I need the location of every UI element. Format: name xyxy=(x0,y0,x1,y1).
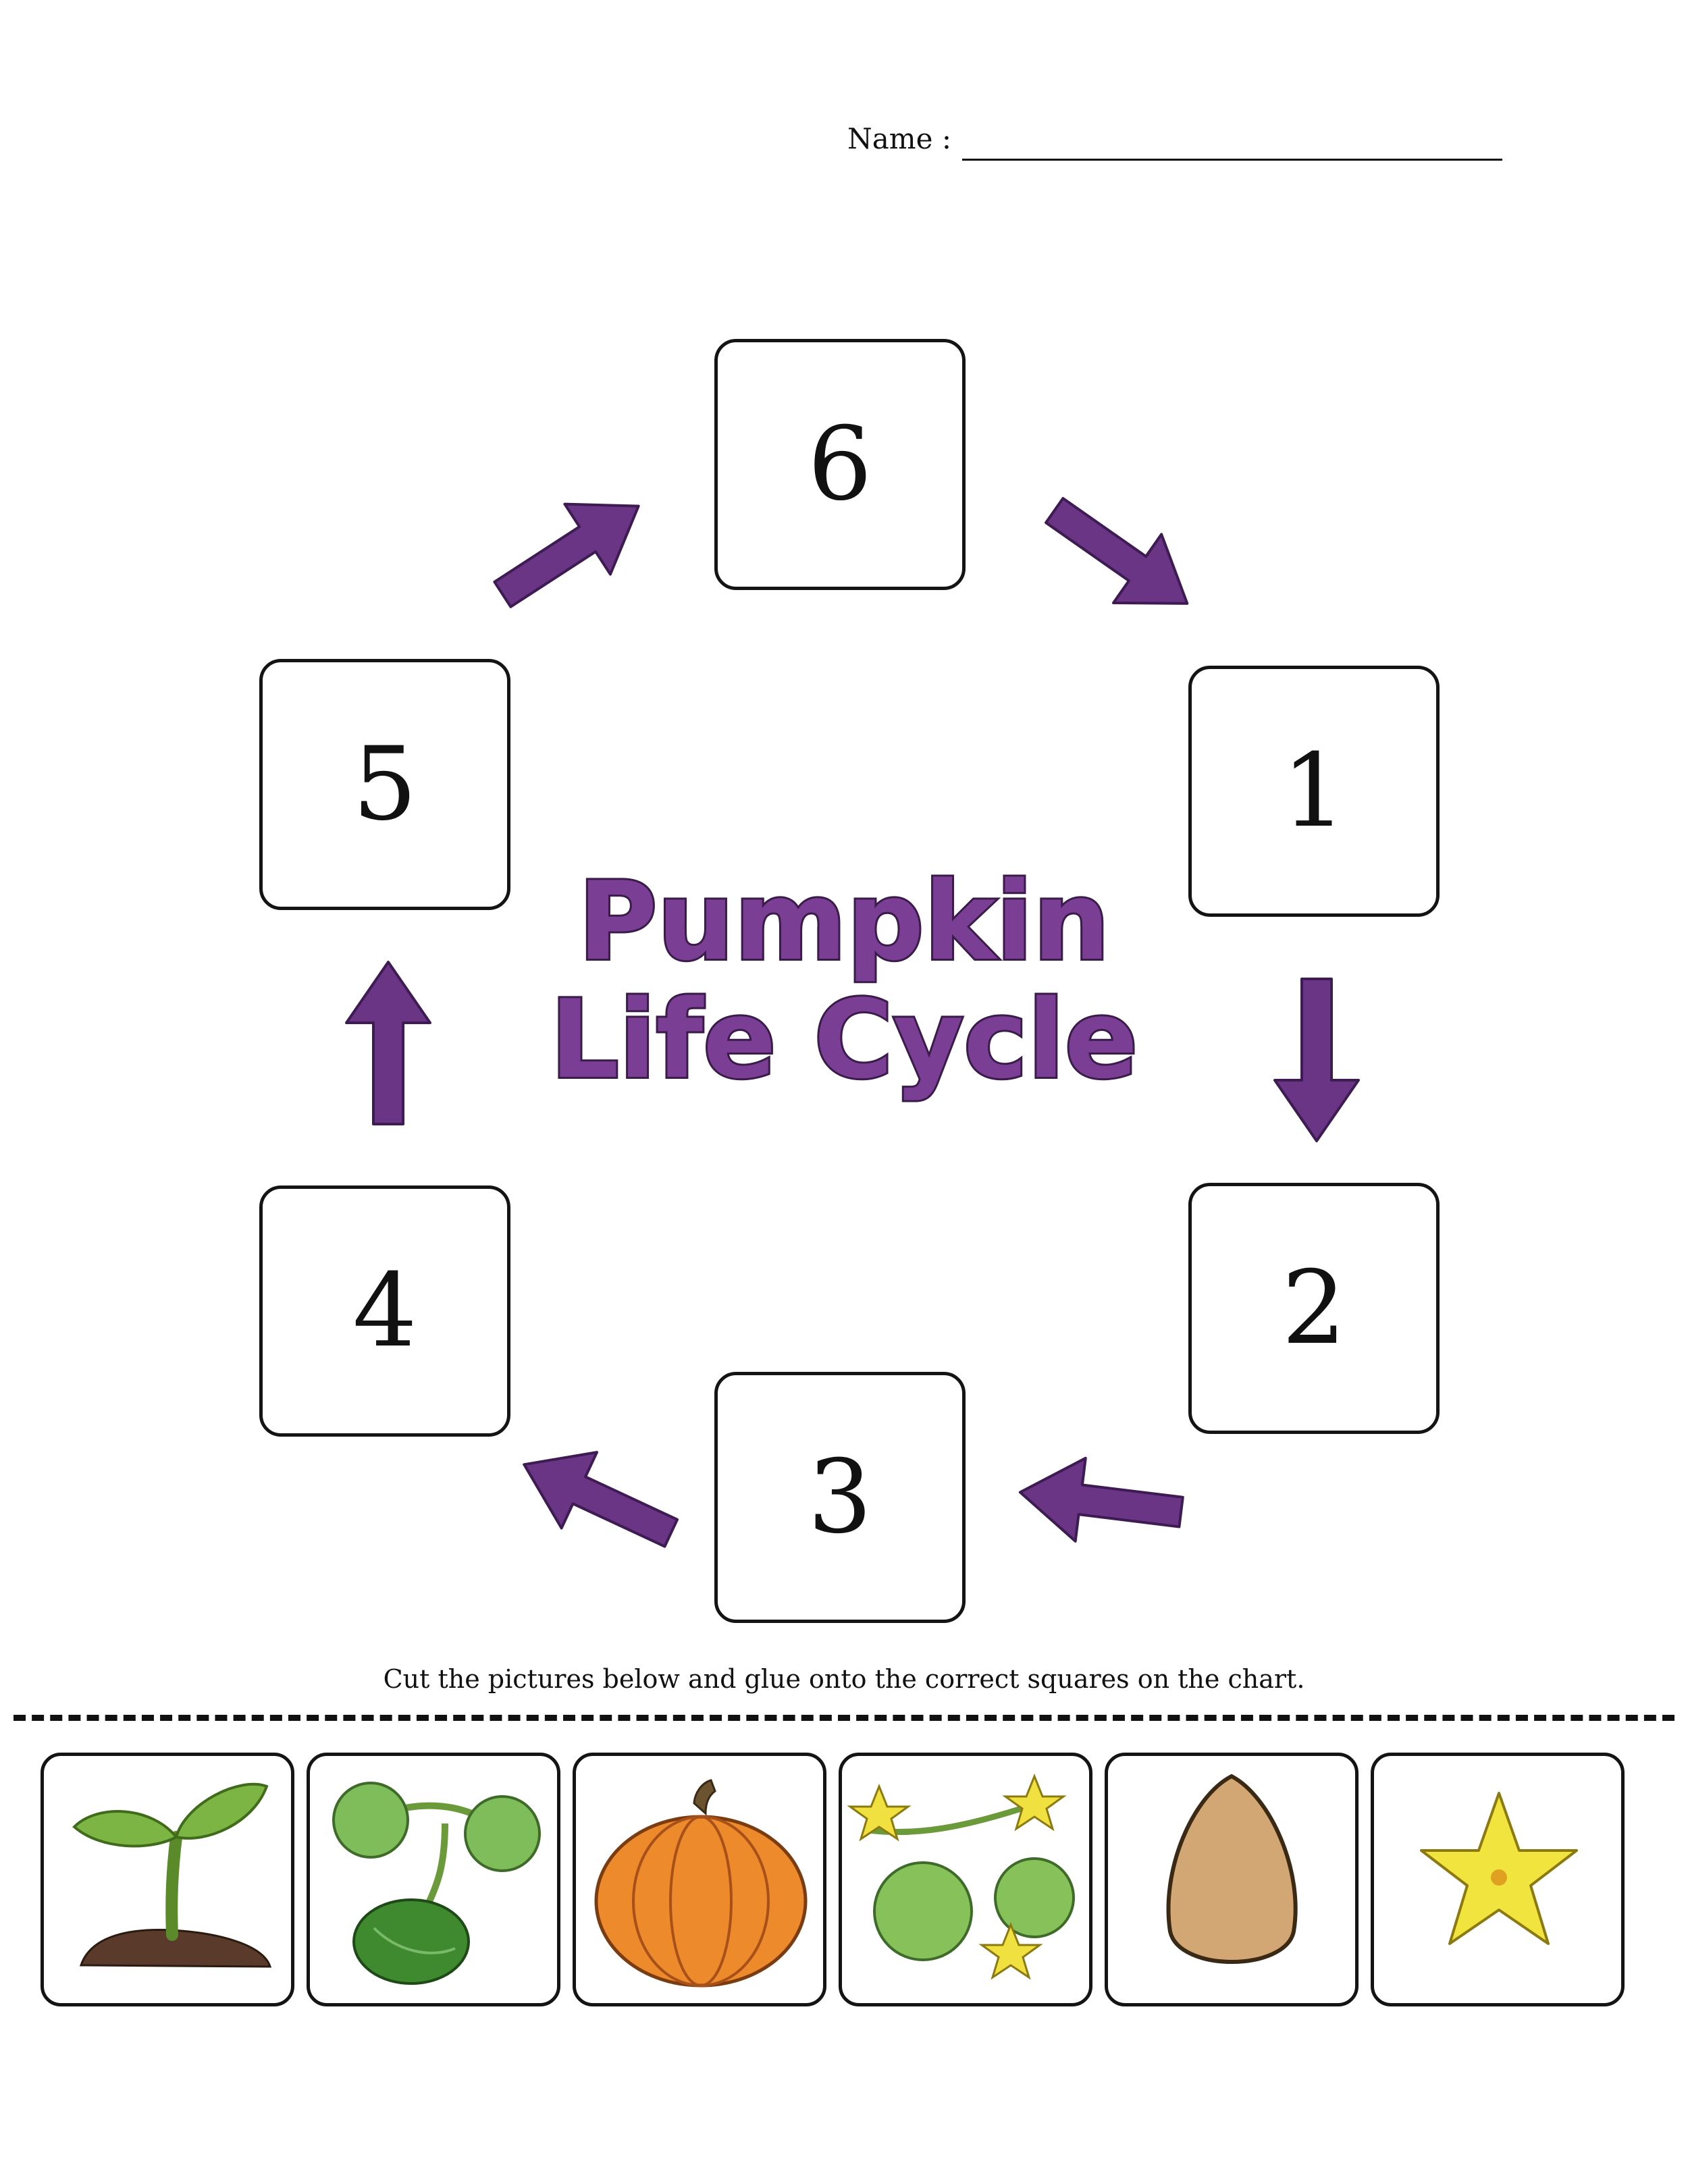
cycle-number-5: 5 xyxy=(352,726,417,843)
orange-pumpkin-icon xyxy=(594,1779,808,1988)
arrow-5-to-6 xyxy=(478,469,663,631)
cycle-square-5: 5 xyxy=(259,659,510,910)
cut-line xyxy=(14,1715,1674,1721)
name-field: Name : xyxy=(847,118,1509,165)
seed-icon xyxy=(1166,1774,1298,1964)
sprout-icon xyxy=(72,1782,272,1968)
cycle-square-6: 6 xyxy=(714,339,966,590)
green-pumpkin-vine-icon xyxy=(332,1782,541,1985)
flowering-vine-icon xyxy=(847,1773,1075,1980)
instructions-text: Cut the pictures below and glue onto the… xyxy=(383,1664,1305,1694)
yellow-flower-icon xyxy=(1420,1792,1578,1945)
cutout-card-sprout xyxy=(41,1753,294,2006)
arrow-4-to-5 xyxy=(345,961,431,1125)
cycle-number-1: 1 xyxy=(1282,733,1346,850)
arrow-3-to-4 xyxy=(505,1425,690,1572)
cutout-card-green-pumpkin-vine xyxy=(307,1753,560,2006)
title-pumpkin-life-cycle: Pumpkin Life Cycle xyxy=(548,868,1140,1104)
arrow-2-to-3 xyxy=(1013,1449,1188,1555)
arrow-6-to-1 xyxy=(1029,475,1213,639)
cycle-square-3: 3 xyxy=(714,1372,966,1623)
arrow-1-to-2 xyxy=(1273,978,1360,1142)
cycle-square-4: 4 xyxy=(259,1186,510,1437)
cycle-square-1: 1 xyxy=(1188,666,1440,917)
title-line-1: Pumpkin xyxy=(578,868,1110,984)
name-label: Name : xyxy=(847,122,951,155)
cycle-number-6: 6 xyxy=(808,406,872,523)
cutout-card-yellow-flower xyxy=(1371,1753,1625,2006)
cycle-number-3: 3 xyxy=(808,1439,872,1556)
cutout-card-flowering-vine xyxy=(839,1753,1092,2006)
cycle-square-2: 2 xyxy=(1188,1183,1440,1434)
cutout-card-orange-pumpkin xyxy=(573,1753,826,2006)
cutout-card-seed xyxy=(1105,1753,1359,2006)
title-line-2: Life Cycle xyxy=(550,976,1138,1102)
name-writing-line xyxy=(962,159,1502,161)
cycle-number-4: 4 xyxy=(352,1252,417,1370)
cycle-number-2: 2 xyxy=(1282,1250,1346,1367)
